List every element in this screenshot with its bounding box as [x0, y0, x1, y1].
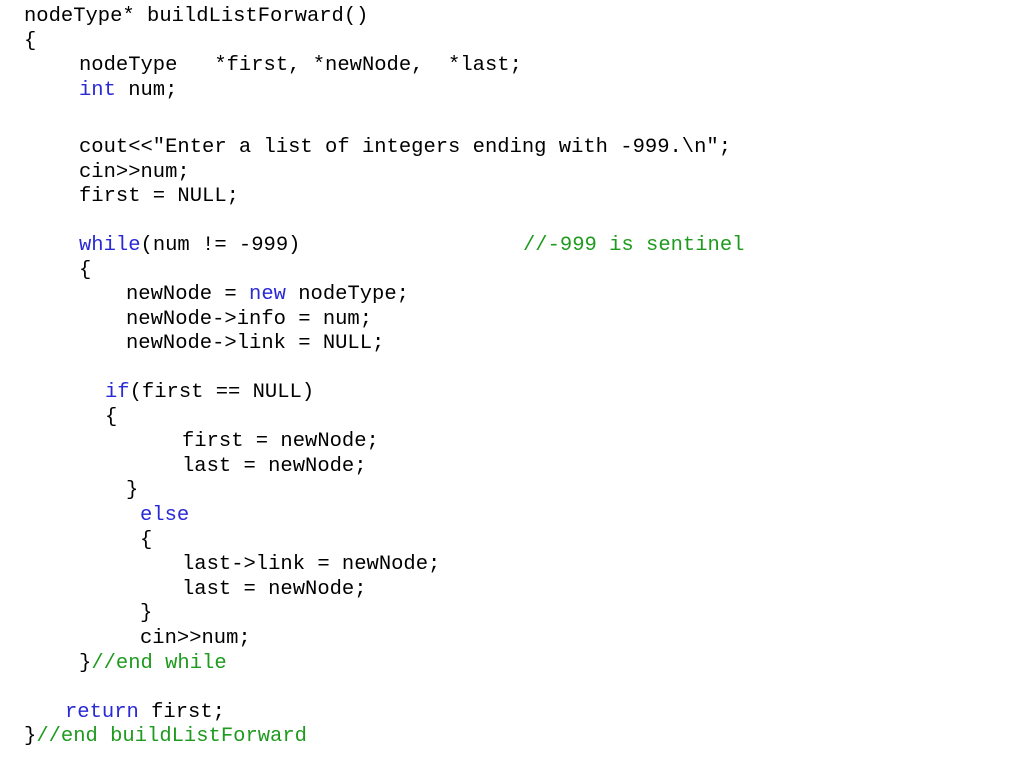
code-line: {	[24, 30, 36, 54]
code-line: while(num != -999)	[79, 234, 300, 258]
code-line: cin>>num;	[79, 161, 190, 185]
code-text: num;	[115, 79, 178, 102]
code-keyword: int	[79, 79, 116, 102]
code-text: first = newNode;	[182, 430, 379, 453]
code-line: last->link = newNode;	[182, 553, 440, 577]
code-comment: //-999 is sentinel	[523, 234, 745, 257]
code-line: newNode = new nodeType;	[126, 283, 409, 307]
code-line: newNode->link = NULL;	[126, 332, 384, 356]
code-keyword: new	[249, 283, 286, 306]
code-text: last = newNode;	[182, 578, 367, 601]
code-line: first = NULL;	[79, 185, 239, 209]
code-line: else	[140, 504, 189, 528]
code-text: }	[79, 652, 92, 675]
code-line: {	[140, 529, 152, 553]
code-text: last = newNode;	[182, 455, 367, 478]
code-text: cout<<"Enter a list of integers ending w…	[79, 136, 732, 159]
code-line: }	[140, 602, 152, 626]
code-line: if(first == NULL)	[105, 381, 314, 405]
code-line: cin>>num;	[140, 627, 251, 651]
code-line: }//end while	[79, 652, 227, 676]
code-line: }//end buildListForward	[24, 725, 307, 749]
code-line: {	[105, 406, 117, 430]
code-line: {	[79, 259, 91, 283]
code-text: cin>>num;	[79, 161, 190, 184]
code-comment: //end while	[91, 652, 227, 675]
code-line: nodeType *first, *newNode, *last;	[79, 54, 522, 78]
code-line: cout<<"Enter a list of integers ending w…	[79, 136, 731, 160]
code-keyword: while	[79, 234, 141, 257]
code-text: cin>>num;	[140, 627, 251, 650]
code-keyword: return	[65, 701, 139, 724]
code-text: nodeType;	[285, 283, 409, 306]
code-text: {	[24, 30, 37, 53]
code-text: }	[126, 479, 139, 502]
code-text: {	[105, 406, 118, 429]
code-text: newNode->link = NULL;	[126, 332, 385, 355]
code-line: first = newNode;	[182, 430, 379, 454]
code-text: (num != -999)	[140, 234, 301, 257]
code-text: }	[140, 602, 153, 625]
code-text: newNode->info = num;	[126, 308, 373, 331]
code-text: nodeType *first, *newNode, *last;	[79, 54, 522, 77]
code-line: last = newNode;	[182, 578, 367, 602]
code-text: last->link = newNode;	[182, 553, 441, 576]
code-text: }	[24, 725, 37, 748]
code-line: return first;	[65, 701, 225, 725]
code-text: {	[79, 259, 92, 282]
code-line: }	[126, 479, 138, 503]
code-line: //-999 is sentinel	[523, 234, 744, 258]
code-line: last = newNode;	[182, 455, 367, 479]
code-text: (first == NULL)	[129, 381, 315, 404]
code-text: first = NULL;	[79, 185, 239, 208]
code-text: nodeType* buildListForward()	[24, 5, 369, 28]
code-keyword: else	[140, 504, 190, 527]
code-comment: //end buildListForward	[36, 725, 307, 748]
code-line: int num;	[79, 79, 177, 103]
code-line: newNode->info = num;	[126, 308, 372, 332]
code-keyword: if	[105, 381, 130, 404]
code-text: {	[140, 529, 153, 552]
code-line: nodeType* buildListForward()	[24, 5, 368, 29]
code-text: newNode =	[126, 283, 250, 306]
code-text: first;	[138, 701, 225, 724]
